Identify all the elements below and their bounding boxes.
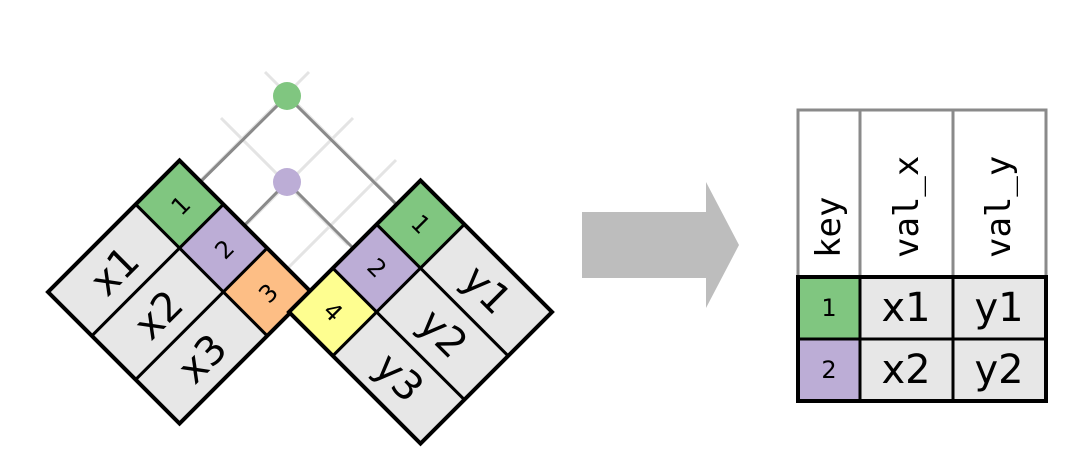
result-row-2-val-x: x2 <box>881 347 930 393</box>
result-row-2-val-y: y2 <box>974 347 1023 393</box>
match-dot-key-2 <box>273 168 301 196</box>
result-header-val-x: val_x <box>887 156 927 258</box>
right-arrow-icon <box>582 182 739 308</box>
table-x-border <box>45 157 314 427</box>
result-header-val-y: val_y <box>979 156 1019 258</box>
result-header-val-y-cell <box>951 108 1048 279</box>
result-row-1-val-x: x1 <box>881 285 930 331</box>
result-table: key val_x val_y 1 x1 y1 2 x2 y2 <box>796 108 1048 403</box>
match-dot-key-1 <box>273 82 301 110</box>
table-x: 1 2 3 x1 x2 x3 <box>45 157 314 427</box>
result-header-val-x-cell <box>858 108 955 279</box>
result-row-2-key: 2 <box>821 356 836 384</box>
result-body-border <box>796 275 1048 403</box>
result-row-1-key: 1 <box>821 294 836 322</box>
result-row-1-val-y: y1 <box>974 285 1023 331</box>
table-y: 1 2 4 y1 y2 y3 <box>286 177 555 447</box>
result-header-key-cell <box>796 108 862 279</box>
table-y-border <box>286 177 555 447</box>
result-header-key: key <box>809 197 849 258</box>
